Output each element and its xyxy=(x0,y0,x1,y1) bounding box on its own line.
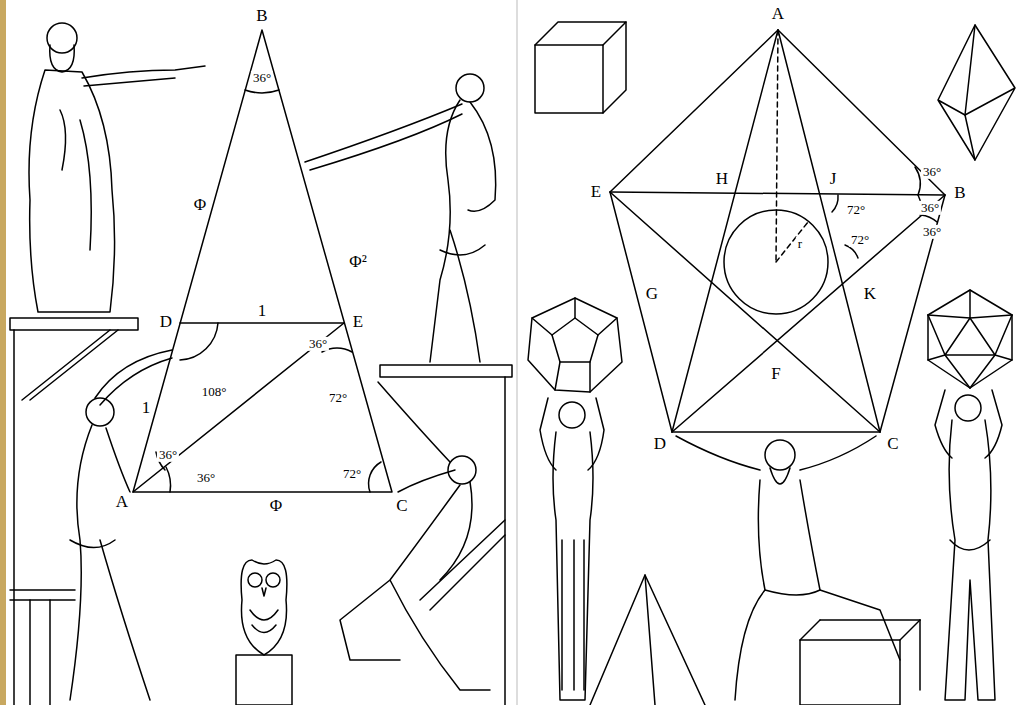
atlas-left xyxy=(540,398,604,700)
point-label: C xyxy=(885,435,900,454)
point-label: C xyxy=(394,497,409,516)
point-label: A xyxy=(114,493,130,512)
point-label: H xyxy=(714,170,730,189)
point-label: B xyxy=(254,7,269,26)
golden-triangle xyxy=(133,30,392,492)
panel-divider xyxy=(516,0,518,705)
point-label: 1 xyxy=(256,302,269,321)
kneeling-figure xyxy=(340,382,490,690)
point-label: B xyxy=(952,184,967,203)
point-label: A xyxy=(770,5,786,24)
point-label: E xyxy=(589,183,603,202)
dodecahedron xyxy=(528,298,622,392)
point-label: D xyxy=(652,435,668,454)
pyramid xyxy=(590,575,705,705)
point-label: E xyxy=(351,313,365,332)
angle-label: 72° xyxy=(341,467,363,481)
octahedron xyxy=(938,25,1015,160)
angle-label: 72° xyxy=(327,391,349,405)
border-strip xyxy=(0,0,6,705)
angle-label: 72° xyxy=(845,203,867,217)
angle-label: 36° xyxy=(157,448,179,462)
cube xyxy=(535,22,626,113)
angle-label: 108° xyxy=(200,385,229,399)
angle-label: 36° xyxy=(921,165,943,179)
atlas-center xyxy=(676,436,920,705)
philosopher-figure xyxy=(29,23,205,312)
angle-label: 36° xyxy=(919,201,941,215)
point-label: G xyxy=(644,285,660,304)
scaffold xyxy=(10,318,512,705)
point-label: Φ² xyxy=(347,253,369,272)
angle-label: 72° xyxy=(849,233,871,247)
point-label: J xyxy=(828,170,839,189)
point-label: Φ xyxy=(192,196,208,215)
icosahedron xyxy=(928,290,1012,388)
point-label: D xyxy=(158,313,174,332)
point-label: F xyxy=(769,365,782,384)
angle-label: 36° xyxy=(921,225,943,239)
point-label: Φ xyxy=(268,497,284,516)
atlas-right xyxy=(935,390,1002,700)
point-label: K xyxy=(862,285,878,304)
reaching-figure xyxy=(70,350,172,700)
pentagram xyxy=(610,30,945,432)
athlete-figure xyxy=(305,74,496,362)
point-label: 1 xyxy=(140,399,153,418)
angle-label: 36° xyxy=(307,337,329,351)
angle-label: 36° xyxy=(251,71,273,85)
owl-figure xyxy=(236,560,292,705)
angle-label: 36° xyxy=(195,471,217,485)
point-label: r xyxy=(796,237,804,251)
